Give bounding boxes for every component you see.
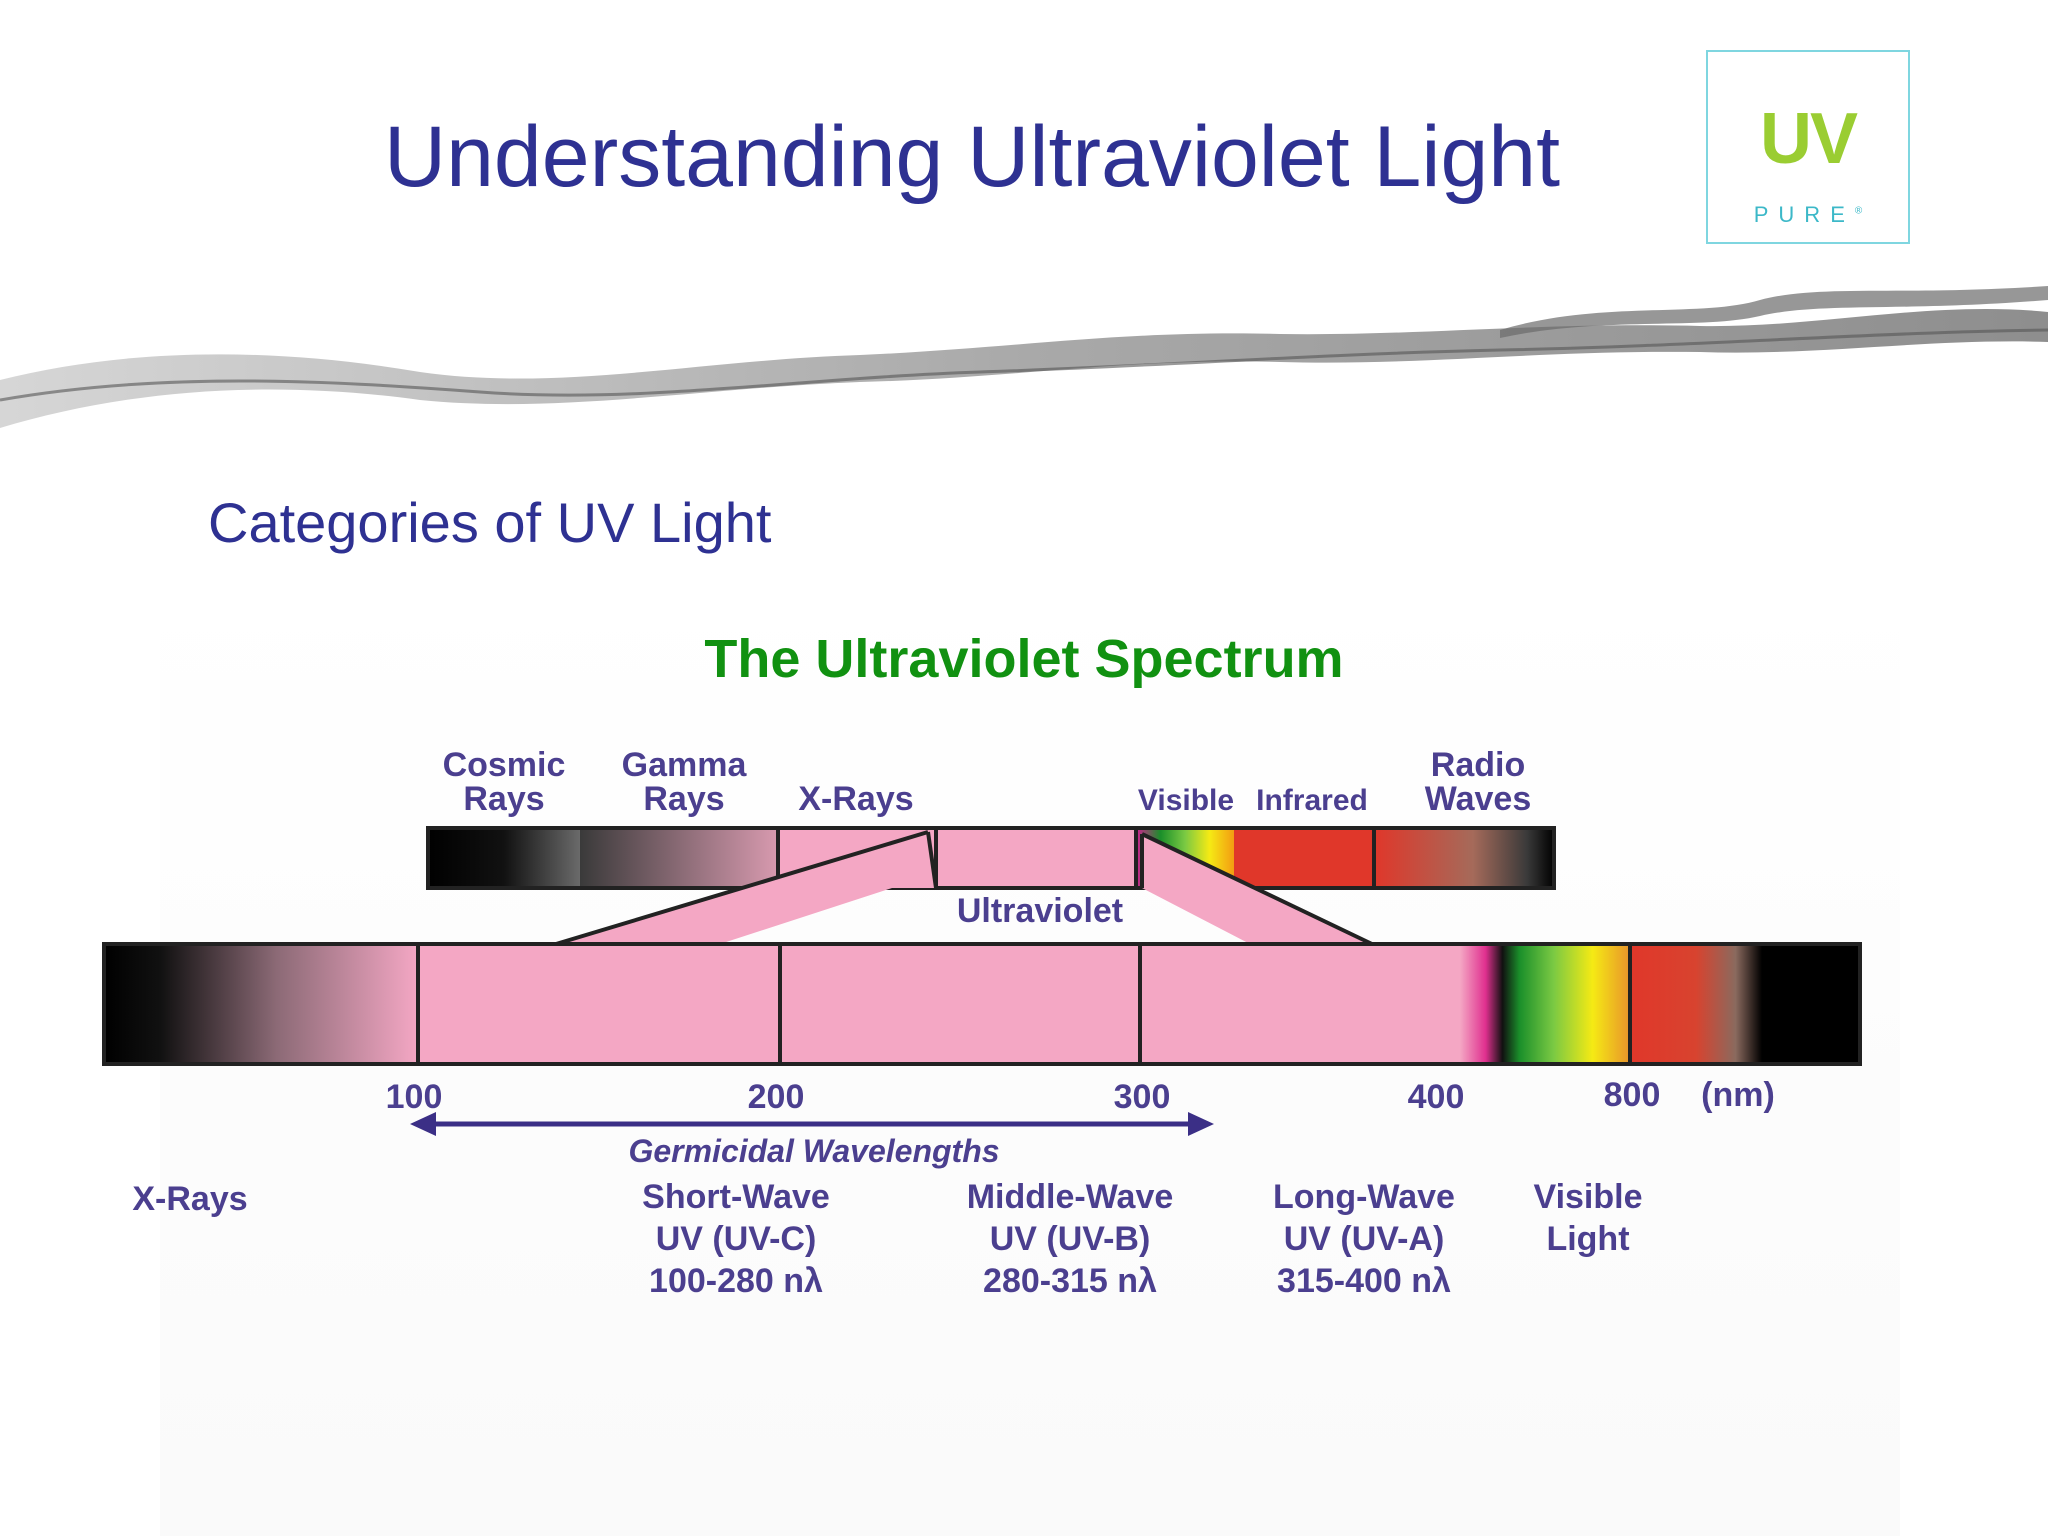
label-uvb-line3: 280-315 nλ bbox=[983, 1262, 1157, 1300]
label-uvc-line1: Short-Wave bbox=[642, 1178, 830, 1216]
diagram-title: The Ultraviolet Spectrum bbox=[704, 629, 1344, 689]
logo-registered-mark: ® bbox=[1854, 205, 1863, 217]
infrared-band bbox=[1234, 828, 1374, 888]
gamma-rays-band bbox=[580, 828, 778, 888]
label-xrays-top: X-Rays bbox=[798, 780, 913, 818]
label-visible-line1: Visible bbox=[1534, 1178, 1643, 1216]
page-title: Understanding Ultraviolet Light bbox=[384, 109, 1560, 205]
label-uvc-line2: UV (UV-C) bbox=[656, 1220, 817, 1258]
label-uva-line1: Long-Wave bbox=[1273, 1178, 1455, 1216]
cosmic-rays-band bbox=[428, 828, 580, 888]
radio-waves-band bbox=[1374, 828, 1554, 888]
label-cosmic-line1: Cosmic bbox=[443, 746, 566, 784]
infrared-band-large bbox=[1630, 944, 1762, 1064]
label-uva-line3: 315-400 nλ bbox=[1277, 1262, 1451, 1300]
tick-100: 100 bbox=[386, 1078, 443, 1116]
label-xrays-category: X-Rays bbox=[132, 1180, 247, 1218]
tick-200: 200 bbox=[748, 1078, 805, 1116]
label-uvb-line2: UV (UV-B) bbox=[990, 1220, 1151, 1258]
label-infrared-top: Infrared bbox=[1256, 784, 1368, 817]
em-spectrum-bar bbox=[426, 826, 1556, 890]
logo-uv-text: UV bbox=[1759, 99, 1858, 179]
logo-pure-word: PURE bbox=[1753, 202, 1855, 227]
water-splash-graphic bbox=[0, 286, 2048, 428]
label-germicidal-wavelengths: Germicidal Wavelengths bbox=[628, 1133, 999, 1169]
xrays-band-large bbox=[104, 944, 418, 1064]
label-uvb-line1: Middle-Wave bbox=[967, 1178, 1174, 1216]
logo-pure-text: PURE® bbox=[1708, 202, 1908, 228]
label-uva-line2: UV (UV-A) bbox=[1284, 1220, 1445, 1258]
label-cosmic-line2: Rays bbox=[463, 780, 544, 818]
radio-band-large bbox=[1762, 944, 1860, 1064]
uv-band-large bbox=[418, 944, 1460, 1064]
label-visible-line2: Light bbox=[1546, 1220, 1629, 1258]
tick-300: 300 bbox=[1114, 1078, 1171, 1116]
slide-subtitle: Categories of UV Light bbox=[208, 491, 772, 554]
label-radio-line2: Waves bbox=[1425, 780, 1531, 818]
germicidal-arrow bbox=[410, 1112, 1214, 1136]
label-radio-line1: Radio bbox=[1431, 746, 1525, 784]
uv-detail-bar bbox=[102, 942, 1862, 1066]
label-uvc-line3: 100-280 nλ bbox=[649, 1262, 823, 1300]
label-visible-top: Visible bbox=[1138, 784, 1234, 817]
uv-pure-logo: UV PURE® bbox=[1706, 50, 1910, 244]
tick-unit-nm: (nm) bbox=[1701, 1076, 1775, 1114]
tick-800: 800 bbox=[1604, 1076, 1661, 1114]
label-ultraviolet: Ultraviolet bbox=[957, 892, 1123, 930]
label-gamma-line1: Gamma bbox=[622, 746, 748, 784]
label-gamma-line2: Rays bbox=[643, 780, 724, 818]
visible-band-large bbox=[1460, 944, 1630, 1064]
tick-400: 400 bbox=[1408, 1078, 1465, 1116]
ultraviolet-band-small bbox=[936, 828, 1136, 888]
